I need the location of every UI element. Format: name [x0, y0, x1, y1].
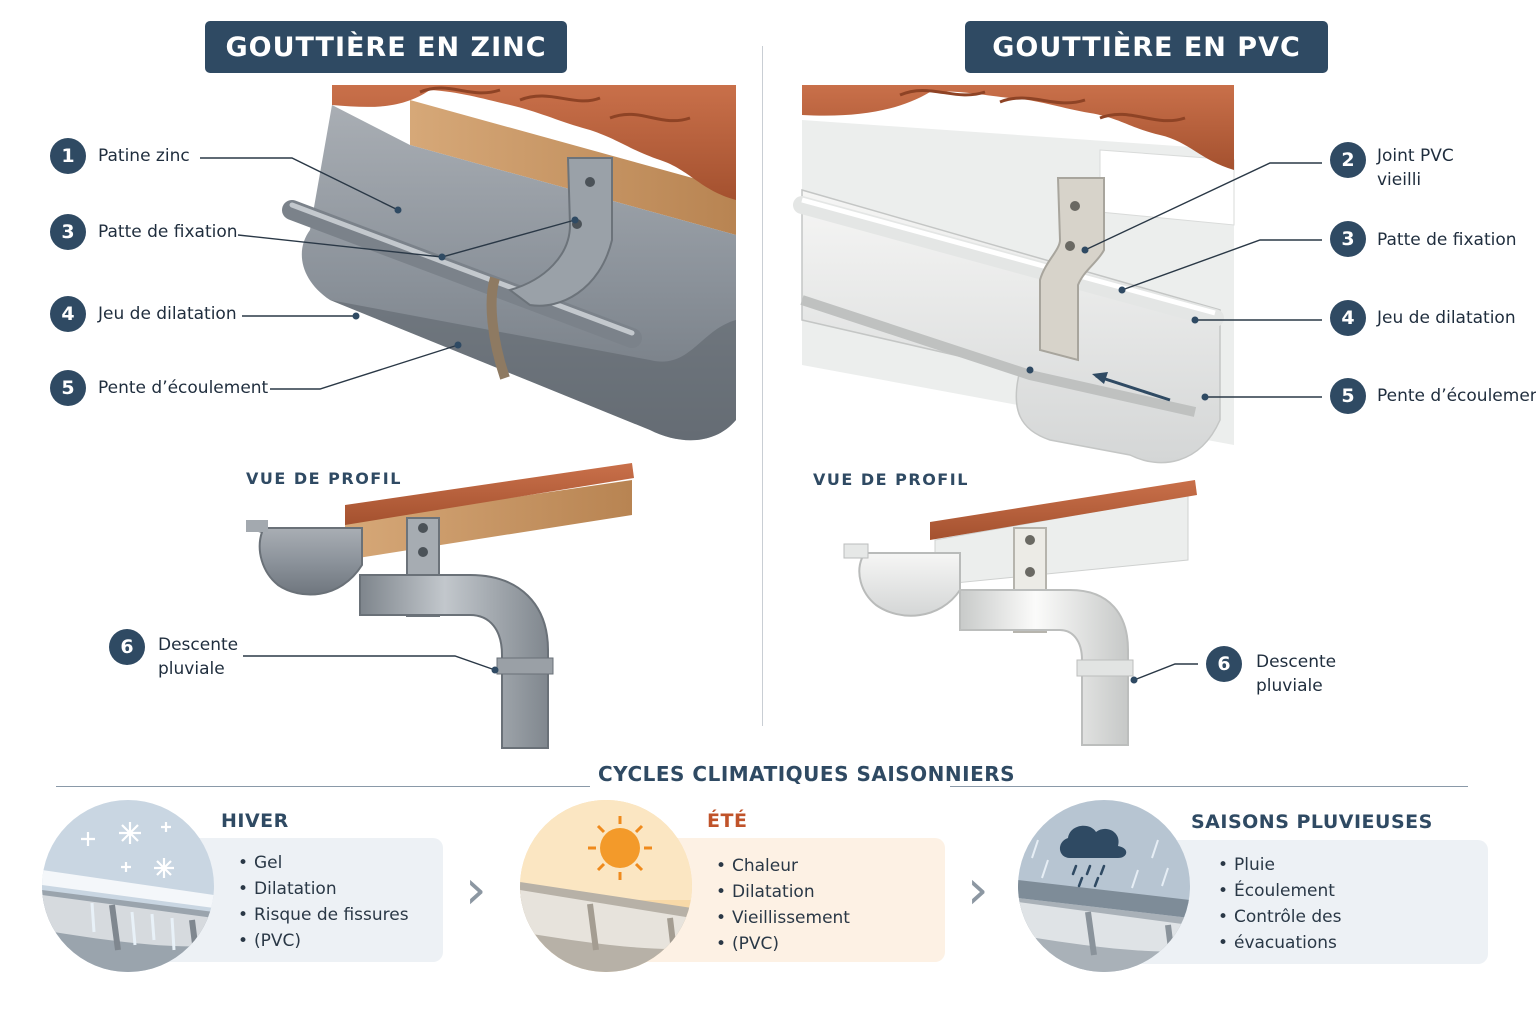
pvc-callout-5-badge: 5: [1330, 378, 1366, 414]
summer-item-3: Vieillissement: [714, 905, 850, 931]
pvc-title: GOUTTIÈRE EN PVC: [992, 31, 1301, 63]
snowflake-icon: [81, 822, 174, 878]
winter-illustration: [42, 800, 214, 972]
zinc-downspout: [359, 574, 549, 749]
zinc-downspout-label-1: Descente: [158, 635, 239, 655]
season-title-summer: ÉTÉ: [707, 810, 748, 832]
chevron-right-icon: ›: [465, 858, 487, 921]
pvc-profile-tiles: [930, 480, 1197, 540]
winter-item-4: (PVC): [236, 928, 409, 954]
zinc-callout-3-badge: 3: [50, 214, 86, 250]
cycles-rule-left: [56, 786, 590, 787]
pvc-downspout-label-1: Descente: [1256, 652, 1337, 672]
season-list-rainy: Pluie Écoulement Contrôle des évacuation…: [1216, 852, 1341, 956]
pvc-callout-6-badge: 6: [1206, 646, 1242, 682]
pvc-callout-5-label: Pente d’écoulement: [1377, 386, 1536, 406]
rainy-illustration: [1018, 800, 1190, 972]
summer-item-2: Dilatation: [714, 879, 850, 905]
rainy-item-3: Contrôle des: [1216, 904, 1341, 930]
zinc-callout-4-badge: 4: [50, 296, 86, 332]
pvc-roof-tiles: [802, 85, 1234, 170]
leader-lines: [200, 157, 1322, 681]
rainy-item-1: Pluie: [1216, 852, 1341, 878]
zinc-callout-5-label: Pente d’écoulement: [98, 378, 269, 398]
rainy-item-2: Écoulement: [1216, 878, 1341, 904]
center-divider: [762, 46, 763, 726]
season-title-rainy: SAISONS PLUVIEUSES: [1191, 811, 1433, 833]
pvc-callout-3-label: Patte de fixation: [1377, 230, 1517, 250]
zinc-bead-rod: [282, 200, 642, 348]
zinc-callout-1-badge: 1: [50, 138, 86, 174]
pvc-downspout: [959, 589, 1129, 746]
pvc-callout-4-label: Jeu de dilatation: [1377, 308, 1516, 328]
cycles-rule-right: [950, 786, 1468, 787]
rain-cloud-icon: [1059, 825, 1127, 888]
zinc-downspout-label-2: pluviale: [158, 659, 225, 679]
season-list-winter: Gel Dilatation Risque de fissures (PVC): [236, 850, 409, 954]
pvc-callout-2-label-2: vieilli: [1377, 170, 1422, 190]
winter-item-1: Gel: [236, 850, 409, 876]
cycles-title: CYCLES CLIMATIQUES SAISONNIERS: [598, 762, 1016, 786]
winter-item-2: Dilatation: [236, 876, 409, 902]
winter-item-3: Risque de fissures: [236, 902, 409, 928]
zinc-callout-6-badge: 6: [109, 629, 145, 665]
rainy-item-4: évacuations: [1216, 930, 1341, 956]
leader-dots: [352, 206, 1209, 684]
summer-item-1: Chaleur: [714, 853, 850, 879]
zinc-profile-tiles: [345, 463, 634, 525]
pvc-bead-rod: [793, 196, 1224, 327]
chevron-right-icon: ›: [967, 858, 989, 921]
season-title-winter: HIVER: [221, 810, 289, 832]
zinc-callout-5-badge: 5: [50, 370, 86, 406]
sun-icon: [588, 816, 652, 880]
pvc-callout-2-label-1: Joint PVC: [1377, 146, 1454, 166]
pvc-title-banner: GOUTTIÈRE EN PVC: [965, 21, 1328, 73]
zinc-callout-3-label: Patte de fixation: [98, 222, 238, 242]
season-list-summer: Chaleur Dilatation Vieillissement (PVC): [714, 853, 850, 957]
pvc-downspout-label-2: pluviale: [1256, 676, 1323, 696]
zinc-title-banner: GOUTTIÈRE EN ZINC: [205, 21, 567, 73]
zinc-title: GOUTTIÈRE EN ZINC: [225, 31, 547, 63]
pvc-profile-label: VUE DE PROFIL: [813, 470, 969, 489]
zinc-profile-label: VUE DE PROFIL: [246, 469, 402, 488]
pvc-callout-4-badge: 4: [1330, 300, 1366, 336]
summer-illustration: [520, 800, 692, 972]
pvc-callout-3-badge: 3: [1330, 221, 1366, 257]
zinc-callout-1-label: Patine zinc: [98, 146, 190, 166]
zinc-bracket: [507, 157, 613, 307]
zinc-callout-4-label: Jeu de dilatation: [98, 304, 237, 324]
pvc-callout-2-badge: 2: [1330, 142, 1366, 178]
pvc-bracket: [1039, 177, 1105, 362]
summer-item-4: (PVC): [714, 931, 850, 957]
